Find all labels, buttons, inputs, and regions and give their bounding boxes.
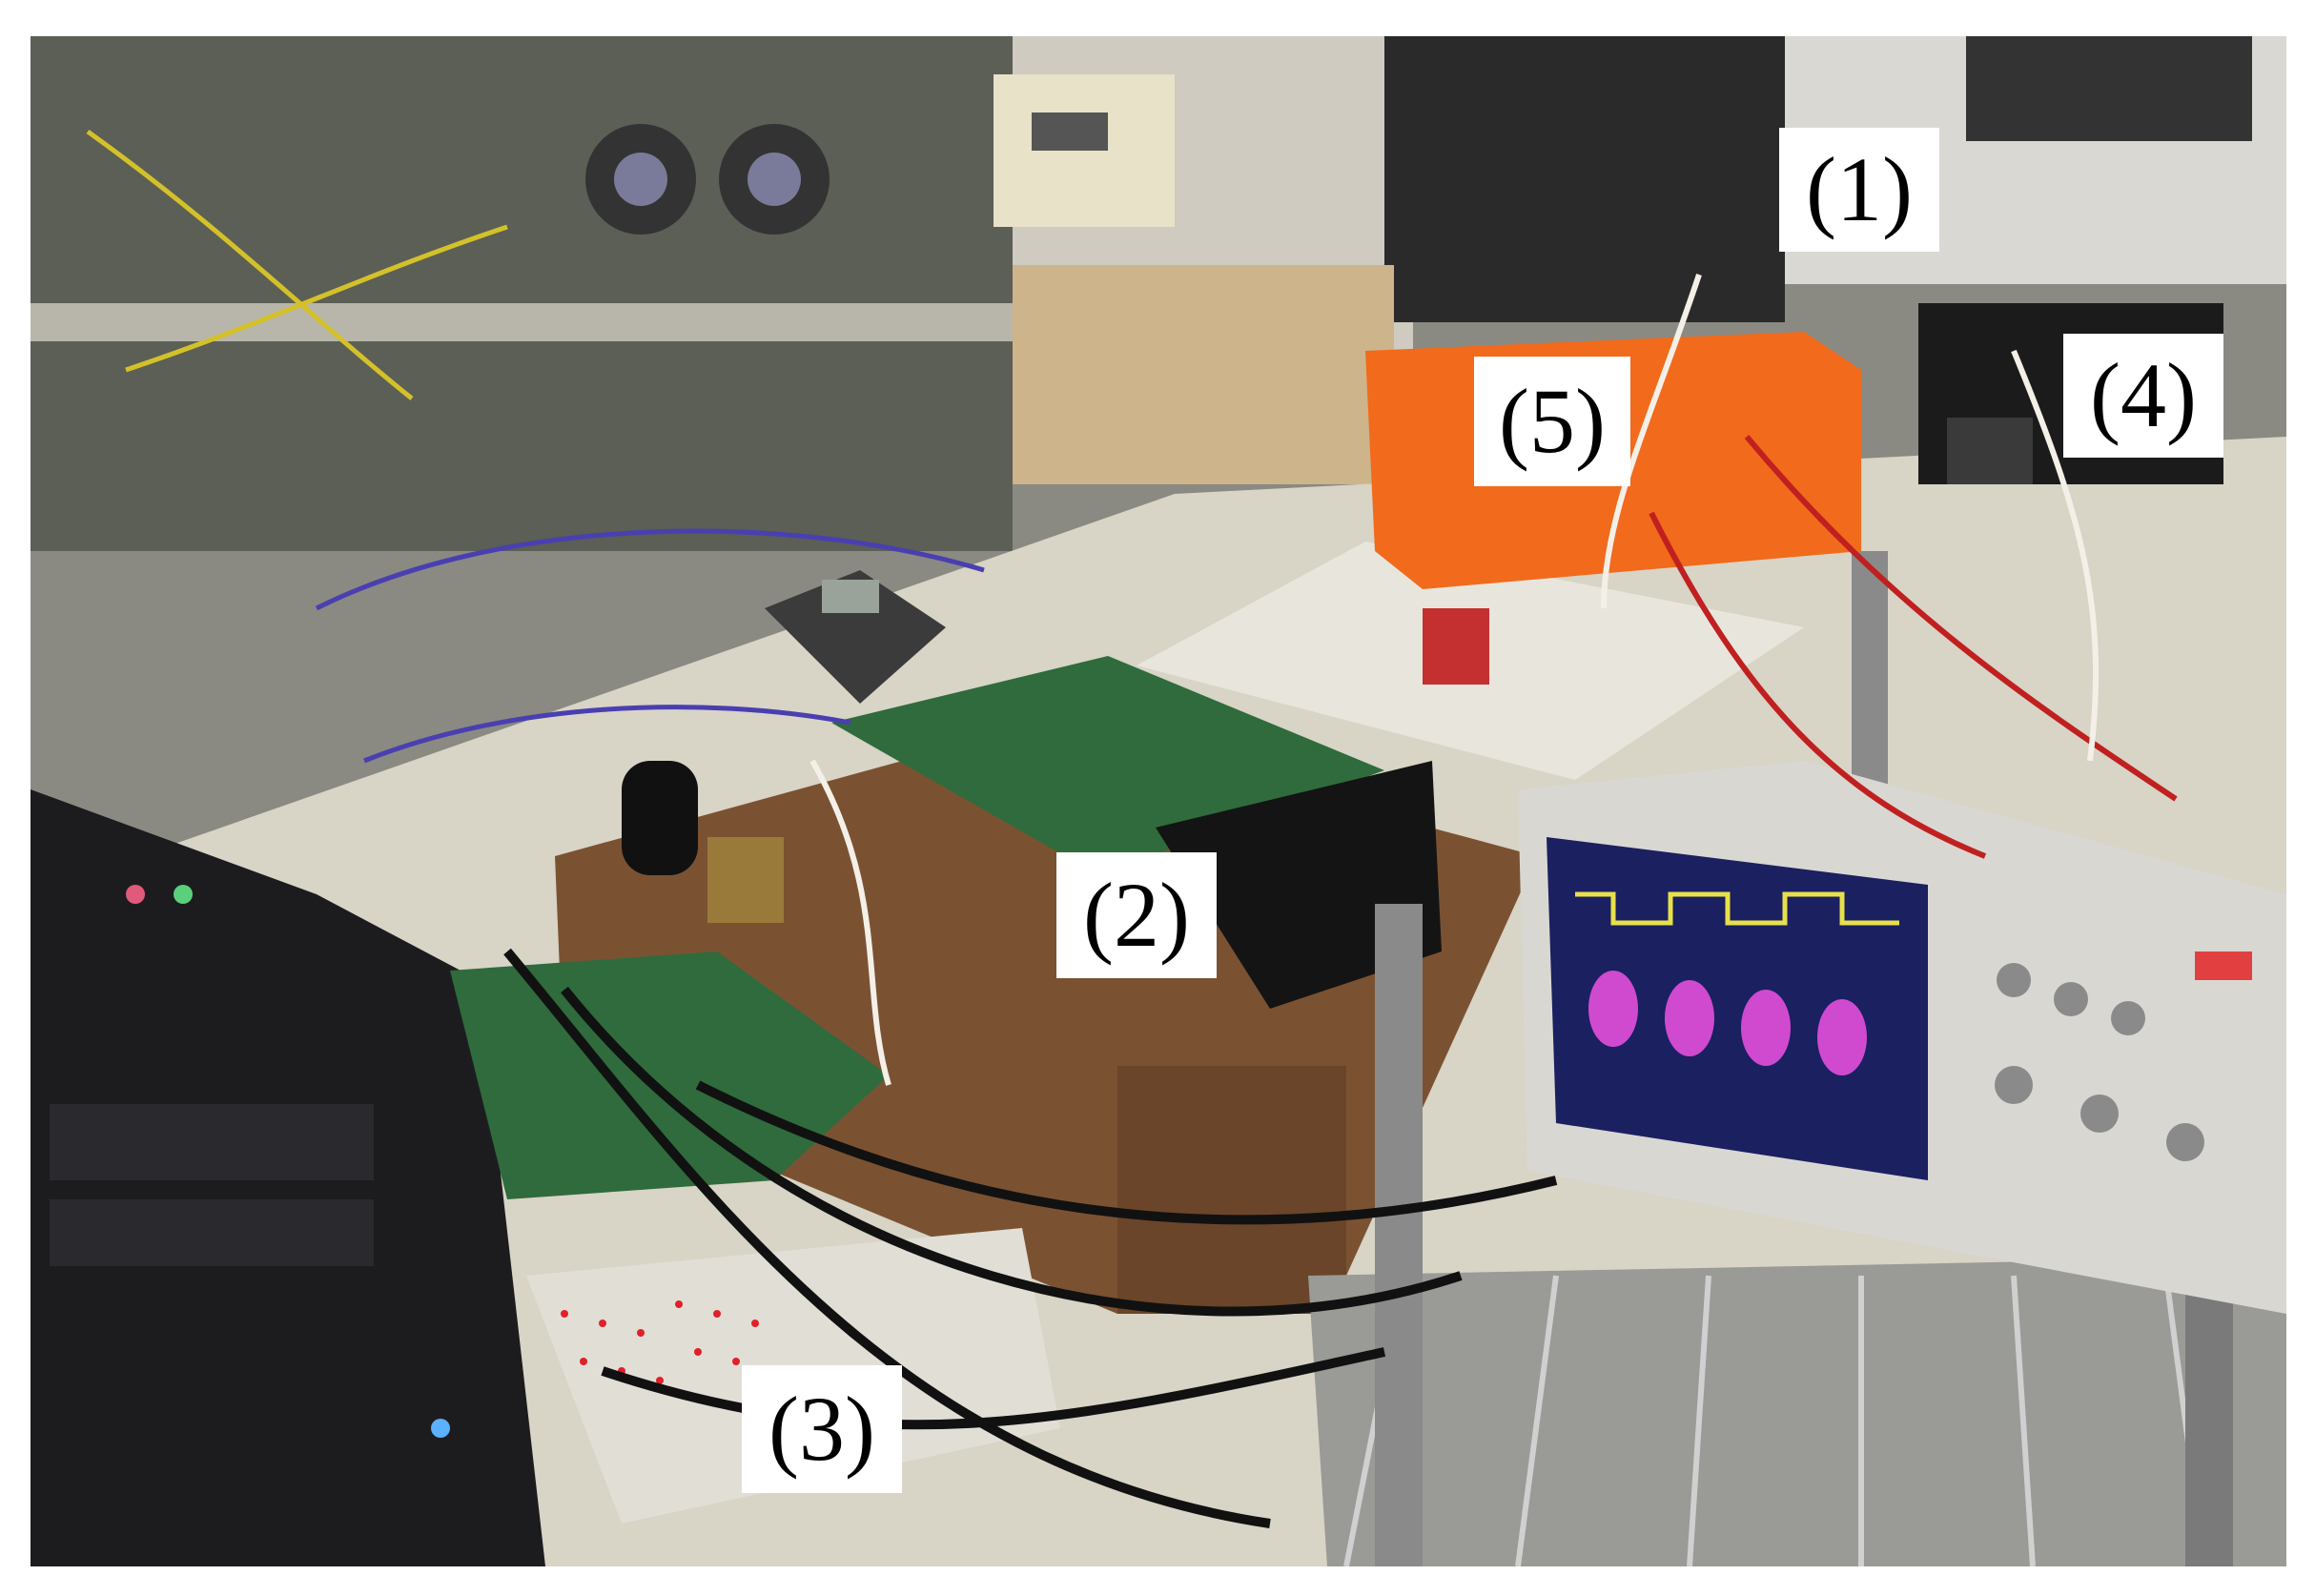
wire-shelf xyxy=(1308,1257,2286,1566)
shelf-pole-left xyxy=(1375,904,1423,1566)
callout-label-1: (1) xyxy=(1779,128,1939,252)
scope-trace-magenta xyxy=(1588,971,1867,1075)
callout-label-2: (2) xyxy=(1056,852,1217,978)
callout-label-4: (4) xyxy=(2063,334,2223,458)
inductor xyxy=(622,761,698,875)
heatsink xyxy=(1156,761,1442,1009)
monitor xyxy=(1966,36,2252,141)
power-supply-rack xyxy=(1384,36,1785,322)
equipment-rack xyxy=(31,36,1013,551)
transformer xyxy=(707,837,784,923)
multimeter xyxy=(765,570,946,704)
lab-setup-photo xyxy=(31,36,2286,1566)
callout-label-3: (3) xyxy=(742,1365,902,1493)
scope-trace-yellow xyxy=(1575,891,1899,926)
callout-label-5: (5) xyxy=(1474,357,1630,486)
